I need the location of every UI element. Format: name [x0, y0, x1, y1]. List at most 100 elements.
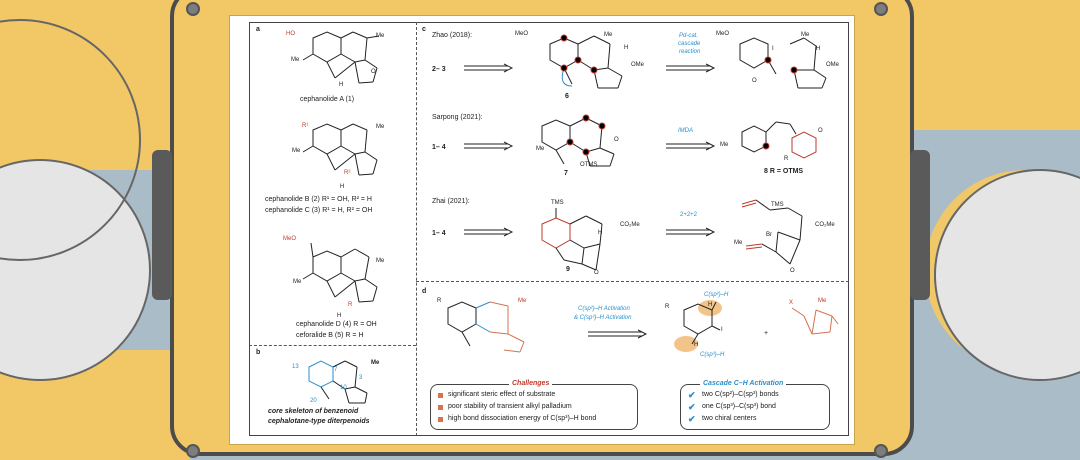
retro-arrow: [464, 227, 514, 237]
h-label: H: [598, 230, 603, 236]
retro-arrow: [666, 141, 716, 151]
screw-icon: [186, 2, 200, 16]
r-label: R: [784, 156, 789, 162]
cascade-title: Cascade C–H Activation: [700, 380, 787, 387]
zhao-arrow-label-1: Pd-cat.: [679, 33, 699, 39]
h-label: H: [337, 313, 342, 319]
o-label: O: [818, 128, 823, 134]
figure-border: [249, 22, 849, 436]
meo-label: MeO: [716, 31, 730, 37]
zhao-arrow-label-2: cascade: [678, 41, 701, 47]
r-label: R: [437, 298, 442, 304]
compound-9-structure: [541, 208, 603, 271]
br-label: Br: [766, 232, 772, 238]
challenge-item: high bond dissociation energy of C(sp³)–…: [448, 415, 597, 422]
atom-number-10: 10: [340, 385, 347, 391]
h-label: H: [694, 342, 699, 348]
x-label: X: [789, 300, 794, 306]
tms-label: TMS: [771, 202, 784, 208]
me-label: Me: [292, 148, 301, 154]
o-label: O: [614, 137, 619, 143]
me-label: Me: [801, 32, 810, 38]
retro-arrow: [464, 63, 514, 73]
ome-label: OMe: [826, 62, 840, 68]
divider-a-b: [249, 345, 416, 346]
ome-label: OMe: [631, 62, 645, 68]
challenge-item: significant steric effect of substrate: [448, 391, 556, 398]
zhai-label: Zhai (2021):: [432, 198, 470, 205]
core-skeleton-caption-2: cephalotane-type diterpenoids: [268, 418, 370, 425]
compound-8-label: 8 R = OTMS: [764, 168, 804, 175]
ho-label: HO: [286, 31, 295, 37]
me-label: Me: [818, 298, 827, 304]
zhai-steps: 1– 4: [432, 230, 446, 237]
screw-icon: [874, 2, 888, 16]
r-label: R: [348, 302, 353, 308]
compound-6-number: 6: [565, 93, 569, 100]
panel-d-substrate-structure: [447, 301, 525, 353]
divider-c-d: [416, 281, 849, 282]
me-label: Me: [291, 57, 300, 63]
cephanolide-a-structure: [302, 31, 380, 84]
compound-6-structure: [549, 34, 623, 89]
cephanolide-b-name: cephanolide B (2) R¹ = OH, R² = H: [265, 196, 372, 203]
panel-c-label: c: [422, 26, 426, 33]
plus-sign: +: [764, 330, 769, 337]
r-label: R: [665, 304, 670, 310]
zhao-label: Zhao (2018):: [432, 32, 473, 39]
bullet-square-icon: [438, 393, 443, 398]
cascade-item: two chiral centers: [702, 415, 757, 422]
ceforalide-b-name: ceforalide B (5) R = H: [296, 332, 364, 339]
csp3-label: C(sp³)–H: [700, 352, 725, 358]
compound-9-number: 9: [566, 266, 570, 273]
core-skeleton-structure: [308, 360, 368, 404]
panel-a-label: a: [256, 26, 260, 33]
i-label: I: [772, 46, 774, 52]
cephanolide-c-name: cephanolide C (3) R¹ = H, R² = OH: [265, 207, 373, 214]
sarpong-steps: 1– 4: [432, 144, 446, 151]
cascade-item: two C(sp²)–C(sp³) bonds: [702, 391, 779, 398]
tms-label: TMS: [551, 200, 564, 206]
atom-number-20: 20: [310, 398, 317, 404]
me-label: Me: [720, 142, 729, 148]
panel-d-label: d: [422, 288, 427, 295]
check-icon: ✔: [688, 414, 696, 424]
h-label: H: [624, 45, 629, 51]
o-label: O: [790, 268, 795, 274]
panel-d-bicyclic-structure: [791, 307, 839, 335]
cephanolide-a-name: cephanolide A (1): [300, 96, 355, 103]
check-icon: ✔: [688, 402, 696, 412]
zhao-arrow-label-3: reaction: [679, 49, 701, 55]
meo-label: MeO: [283, 236, 297, 242]
challenge-item: poor stability of transient alkyl pallad…: [448, 403, 572, 410]
cephanolide-bc-structure: [302, 123, 378, 176]
r1-label: R¹: [302, 123, 309, 129]
me-label: Me: [604, 32, 613, 38]
meo-label: MeO: [515, 31, 529, 37]
atom-number-7: 7: [334, 367, 338, 373]
h-label: H: [340, 184, 345, 190]
frame-handle-right: [910, 150, 930, 300]
sarpong-label: Sarpong (2021):: [432, 114, 483, 121]
bullet-square-icon: [438, 417, 443, 422]
i-label: I: [721, 327, 723, 333]
me-label: Me: [376, 124, 385, 130]
otms-label: OTMS: [580, 162, 598, 168]
me-label: Me: [376, 258, 385, 264]
atom-number-3: 3: [359, 375, 363, 381]
frame-handle-left: [152, 150, 172, 300]
o-label: O: [371, 69, 376, 75]
o-label: O: [594, 270, 599, 276]
check-icon: ✔: [688, 390, 696, 400]
cascade-item: one C(sp³)–C(sp³) bond: [702, 403, 776, 410]
me-label: Me: [371, 360, 380, 366]
screw-icon: [186, 444, 200, 458]
compound-8-structure: [741, 121, 817, 159]
o-label: O: [752, 78, 757, 84]
challenges-title: Challenges: [509, 380, 553, 387]
retro-arrow: [588, 329, 648, 339]
compound-7-number: 7: [564, 170, 568, 177]
me-label: Me: [376, 33, 385, 39]
h-label: H: [816, 46, 821, 52]
r2-label: R²: [344, 170, 351, 176]
